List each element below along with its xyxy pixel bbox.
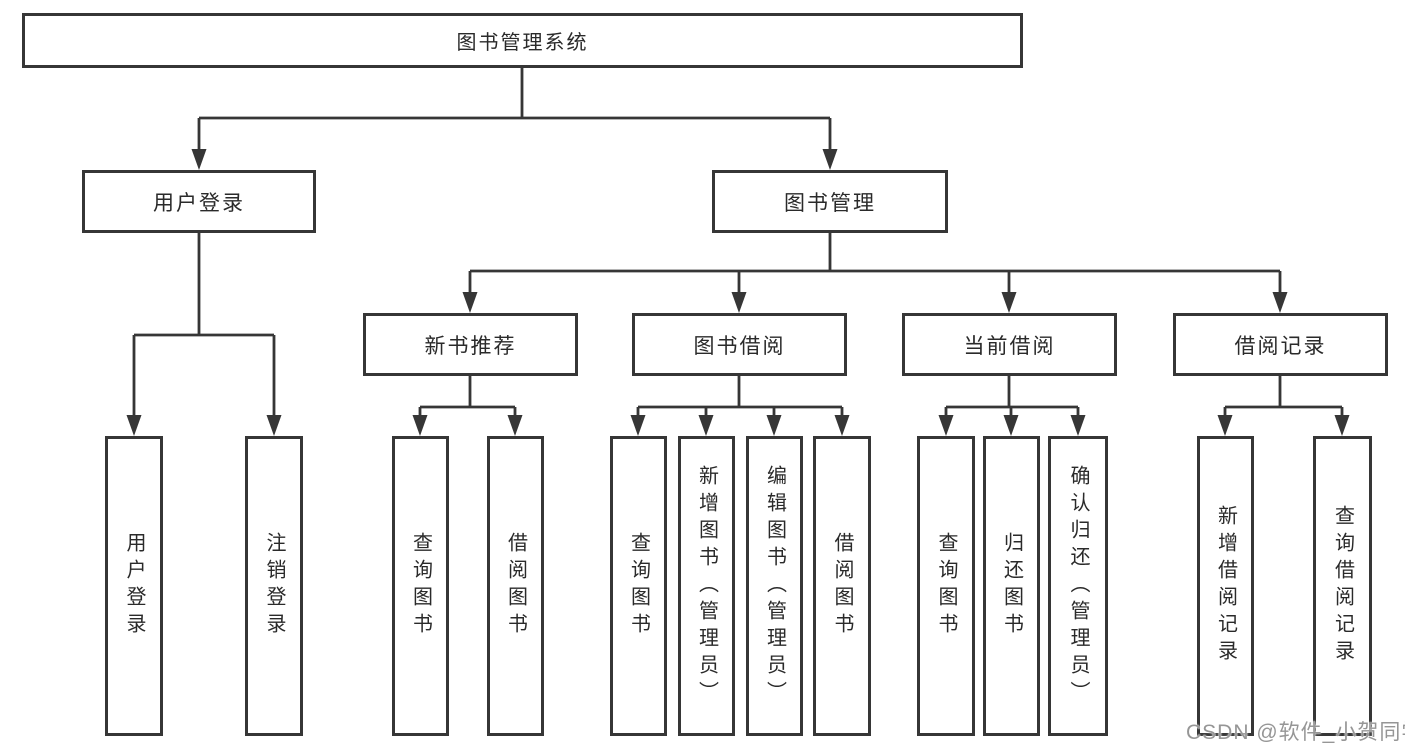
leaf-label: 确认归还（管理员） xyxy=(1067,464,1089,708)
leaf-edit-books-admin: 编辑图书（管理员） xyxy=(746,436,803,736)
leaf-query-borrow-record: 查询借阅记录 xyxy=(1313,436,1372,736)
leaf-add-books-admin: 新增图书（管理员） xyxy=(678,436,735,736)
node-user-login: 用户登录 xyxy=(82,170,316,233)
leaf-query-books-2: 查询图书 xyxy=(610,436,667,736)
leaf-label: 查询图书 xyxy=(935,532,957,640)
leaf-confirm-return-admin: 确认归还（管理员） xyxy=(1048,436,1108,736)
leaf-label: 查询借阅记录 xyxy=(1331,505,1354,667)
leaf-label: 用户登录 xyxy=(123,532,145,640)
leaf-add-borrow-record: 新增借阅记录 xyxy=(1197,436,1254,736)
leaf-borrow-books-2: 借阅图书 xyxy=(813,436,871,736)
leaf-label: 借阅图书 xyxy=(831,532,853,640)
leaf-label: 新增借阅记录 xyxy=(1214,505,1237,667)
leaf-user-login: 用户登录 xyxy=(105,436,163,736)
leaf-borrow-books-1: 借阅图书 xyxy=(487,436,544,736)
leaf-query-books-1: 查询图书 xyxy=(392,436,449,736)
leaf-query-books-3: 查询图书 xyxy=(917,436,975,736)
leaf-label: 查询图书 xyxy=(409,532,432,640)
leaf-return-books: 归还图书 xyxy=(983,436,1040,736)
node-book-management: 图书管理 xyxy=(712,170,948,233)
leaf-logout: 注销登录 xyxy=(245,436,303,736)
leaf-label: 归还图书 xyxy=(1000,532,1023,640)
leaf-label: 注销登录 xyxy=(263,532,285,640)
leaf-label: 查询图书 xyxy=(627,532,650,640)
csdn-watermark: CSDN @软件_小贺同学 xyxy=(1186,721,1405,744)
node-new-book-recommend: 新书推荐 xyxy=(363,313,578,376)
arrowhead-icons xyxy=(126,149,1350,436)
leaf-label: 借阅图书 xyxy=(504,532,527,640)
leaf-label: 新增图书（管理员） xyxy=(695,464,718,708)
node-current-borrow: 当前借阅 xyxy=(902,313,1117,376)
node-borrow-records: 借阅记录 xyxy=(1173,313,1388,376)
leaf-label: 编辑图书（管理员） xyxy=(763,464,786,708)
node-root: 图书管理系统 xyxy=(22,13,1023,68)
node-book-borrow: 图书借阅 xyxy=(632,313,847,376)
